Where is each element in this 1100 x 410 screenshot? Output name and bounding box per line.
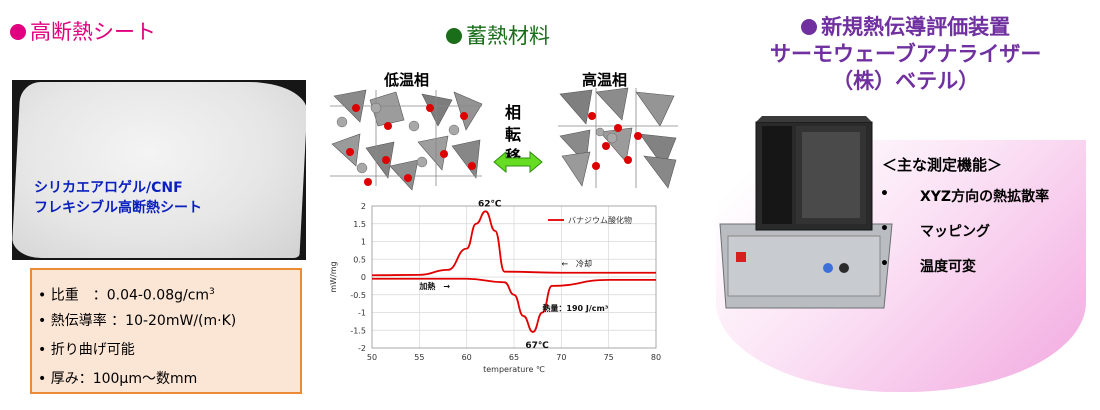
spec-box: • 比重 ：0.04-0.08g/cm3 • 熱伝導率 ：10-20mW/(m·… — [30, 268, 302, 394]
feature-item: •マッピング — [880, 221, 990, 240]
x-tick-label: 55 — [414, 353, 424, 362]
plot-frame — [371, 205, 657, 349]
chart-series — [371, 210, 656, 333]
insulation-sheet-photo: シリカエアロゲル/CNF フレキシブル高断熱シート — [12, 80, 306, 260]
x-tick-label: 75 — [604, 353, 614, 362]
storage-heading: 蓄熱材料 — [446, 20, 550, 50]
annotation-heating: 加熱 → — [418, 281, 450, 291]
y-tick-label: -0.5 — [350, 291, 366, 300]
x-tick-label: 65 — [509, 353, 519, 362]
chart-axes: 50 55 60 65 70 75 80 2 1.5 1 0.5 0 -0.5 -1 -1.5 -2 — [350, 202, 661, 362]
peak-label-cooling: 67℃ — [525, 341, 549, 351]
feature-item: •温度可変 — [880, 256, 976, 275]
y-tick-label: 1.5 — [353, 220, 366, 229]
y-tick-label: 2 — [361, 202, 366, 211]
low-temp-phase-label: 低温相 — [384, 71, 430, 89]
peak-label-heating: 62℃ — [478, 199, 502, 209]
bullet-dot-icon — [10, 24, 26, 40]
double-arrow-icon — [493, 150, 543, 174]
y-tick-label: -2 — [358, 344, 366, 353]
x-axis-label: temperature ℃ — [483, 365, 545, 374]
photo-caption: シリカエアロゲル/CNF フレキシブル高断熱シート — [34, 178, 202, 218]
y-tick-label: -1.5 — [350, 326, 366, 335]
low-temp-crystal-image — [330, 89, 483, 191]
y-tick-label: 1 — [361, 238, 366, 247]
feature-item: •XYZ方向の熱拡散率 — [880, 186, 1050, 205]
insulation-heading-text: 高断熱シート — [30, 20, 156, 44]
device-heading-line1: 新規熱伝導評価装置 — [821, 15, 1011, 39]
y-tick-label: 0 — [361, 273, 366, 282]
chart-grid — [371, 205, 657, 349]
aerogel-sheet-image — [12, 82, 306, 258]
spec-density: • 比重 ：0.04-0.08g/cm3 — [38, 287, 215, 304]
photo-caption-line2: フレキシブル高断熱シート — [34, 200, 202, 216]
thermowave-analyzer-image — [719, 116, 893, 309]
annotation-enthalpy: 熱量：190 J/cm³ — [542, 303, 608, 313]
dsc-chart: 50 55 60 65 70 75 80 2 1.5 1 0.5 0 -0.5 -1 -1.5 -2 temp… — [329, 199, 661, 374]
annotation-cooling: ← 冷却 — [561, 259, 592, 269]
device-heading-line2: サーモウェーブアナライザー — [770, 42, 1042, 66]
y-axis-label: mW/mg — [329, 261, 338, 292]
photo-caption-line1: シリカエアロゲル/CNF — [34, 180, 183, 196]
y-tick-label: 0.5 — [353, 255, 366, 264]
spec-conductivity: • 熱伝導率 ：10-20mW/(m·K) — [38, 313, 237, 329]
series-line-0 — [371, 210, 656, 277]
high-temp-crystal-image — [558, 87, 678, 189]
insulation-heading: 高断熱シート — [10, 16, 156, 46]
device-heading-line3: （株）ベテル） — [832, 69, 980, 93]
x-tick-label: 80 — [651, 353, 661, 362]
legend-label: バナジウム酸化物 — [568, 215, 632, 225]
spec-foldable: • 折り曲げ可能 — [38, 342, 135, 358]
x-tick-label: 60 — [462, 353, 472, 362]
series-line-1 — [371, 277, 656, 333]
features-title: ＜主な測定機能＞ — [882, 156, 1003, 174]
spec-thickness: • 厚み：100μm〜数mm — [38, 371, 198, 387]
bullet-dot-icon — [446, 28, 462, 44]
storage-heading-text: 蓄熱材料 — [466, 24, 550, 48]
bullet-dot-icon — [801, 19, 818, 35]
x-tick-label: 50 — [367, 353, 377, 362]
device-heading: 新規熱伝導評価装置 サーモウェーブアナライザー （株）ベテル） — [770, 14, 1041, 95]
y-tick-label: -1 — [358, 309, 366, 318]
high-temp-phase-label: 高温相 — [582, 71, 628, 89]
x-tick-label: 70 — [556, 353, 566, 362]
